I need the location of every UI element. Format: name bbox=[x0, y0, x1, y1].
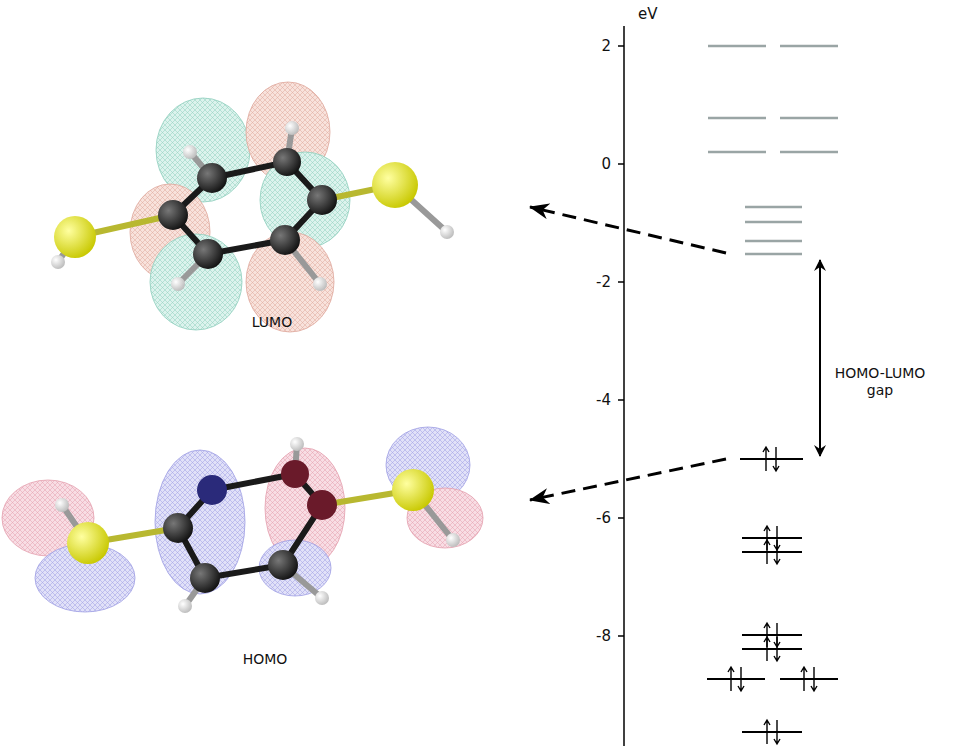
atom bbox=[183, 145, 197, 159]
unoccupied-level bbox=[745, 206, 802, 209]
atom bbox=[440, 225, 454, 239]
atom bbox=[372, 162, 418, 208]
tick-label: -8 bbox=[596, 627, 611, 646]
electron-spin bbox=[764, 637, 770, 661]
atom bbox=[285, 121, 299, 135]
atom bbox=[193, 239, 223, 269]
lumo-orbital bbox=[51, 82, 454, 332]
tick-label: -2 bbox=[596, 273, 611, 292]
atom bbox=[67, 522, 109, 564]
atom bbox=[446, 533, 460, 547]
tick-label: -6 bbox=[596, 509, 611, 528]
leader-arrow bbox=[530, 207, 726, 253]
atom bbox=[190, 563, 220, 593]
atom bbox=[55, 498, 69, 512]
atom bbox=[158, 200, 188, 230]
electron-spin bbox=[774, 720, 780, 744]
unoccupied-level bbox=[708, 117, 766, 120]
unoccupied-level bbox=[745, 221, 802, 224]
energy-axis bbox=[618, 281, 624, 283]
electron-spin bbox=[774, 540, 780, 564]
electron-spin bbox=[728, 447, 817, 744]
energy-axis bbox=[618, 45, 624, 47]
atom bbox=[54, 216, 96, 258]
energy-axis bbox=[618, 517, 624, 519]
atom bbox=[313, 277, 327, 291]
electron-spin bbox=[728, 667, 734, 691]
energy-axis bbox=[618, 26, 624, 746]
electron-spin bbox=[801, 667, 807, 691]
electron-spin bbox=[738, 667, 744, 691]
occupied-level bbox=[742, 537, 802, 539]
axis-unit: eV bbox=[638, 5, 658, 24]
atom bbox=[315, 591, 329, 605]
orbital-label: HOMO bbox=[243, 651, 288, 669]
atom bbox=[51, 121, 454, 291]
gap-arrow bbox=[819, 260, 821, 456]
orbital-lobe bbox=[2, 427, 483, 612]
electron-spin bbox=[811, 667, 817, 691]
atom bbox=[178, 599, 192, 613]
electron-spin bbox=[774, 637, 780, 661]
tick-label: -4 bbox=[596, 391, 611, 410]
gap-label: HOMO-LUMO gap bbox=[825, 365, 935, 400]
occupied-level bbox=[742, 648, 802, 650]
electron-spin bbox=[764, 540, 770, 564]
atom bbox=[51, 255, 65, 269]
unoccupied-level bbox=[745, 240, 802, 243]
unoccupied-level bbox=[708, 45, 766, 48]
occupied-level bbox=[740, 458, 803, 460]
occupied-level bbox=[780, 678, 838, 680]
unoccupied-level bbox=[745, 253, 802, 256]
occupied-level bbox=[742, 551, 802, 553]
occupied-level bbox=[742, 731, 802, 733]
energy-axis bbox=[618, 399, 624, 401]
tick-label: 0 bbox=[601, 155, 611, 174]
chemical-bond bbox=[62, 444, 453, 606]
unoccupied-level bbox=[708, 151, 766, 154]
atom bbox=[281, 460, 309, 488]
energy-axis bbox=[623, 26, 625, 746]
energy-axis bbox=[618, 163, 624, 165]
electron-spin bbox=[763, 447, 769, 471]
atom bbox=[270, 225, 300, 255]
electron-spin bbox=[764, 720, 770, 744]
unoccupied-level bbox=[780, 151, 838, 154]
leader-arrow bbox=[530, 459, 726, 500]
atom bbox=[55, 437, 460, 613]
atom bbox=[163, 513, 193, 543]
atom bbox=[197, 475, 227, 505]
atom bbox=[197, 163, 227, 193]
atom bbox=[171, 277, 185, 291]
unoccupied-level bbox=[780, 117, 838, 120]
electron-spin bbox=[773, 447, 779, 471]
occupied-level bbox=[707, 459, 838, 732]
atom bbox=[392, 469, 434, 511]
atom bbox=[307, 185, 337, 215]
orbital-label: LUMO bbox=[252, 314, 292, 332]
chemical-bond bbox=[58, 128, 447, 284]
unoccupied-level bbox=[708, 46, 838, 254]
orbital-lobe bbox=[130, 82, 350, 332]
occupied-level bbox=[707, 678, 765, 680]
homo-orbital bbox=[2, 427, 483, 613]
atom bbox=[273, 148, 301, 176]
occupied-level bbox=[742, 634, 802, 636]
atom bbox=[307, 490, 337, 520]
atom bbox=[290, 437, 304, 451]
energy-axis bbox=[618, 635, 624, 637]
tick-label: 2 bbox=[601, 37, 611, 56]
atom bbox=[268, 550, 298, 580]
unoccupied-level bbox=[780, 45, 838, 48]
